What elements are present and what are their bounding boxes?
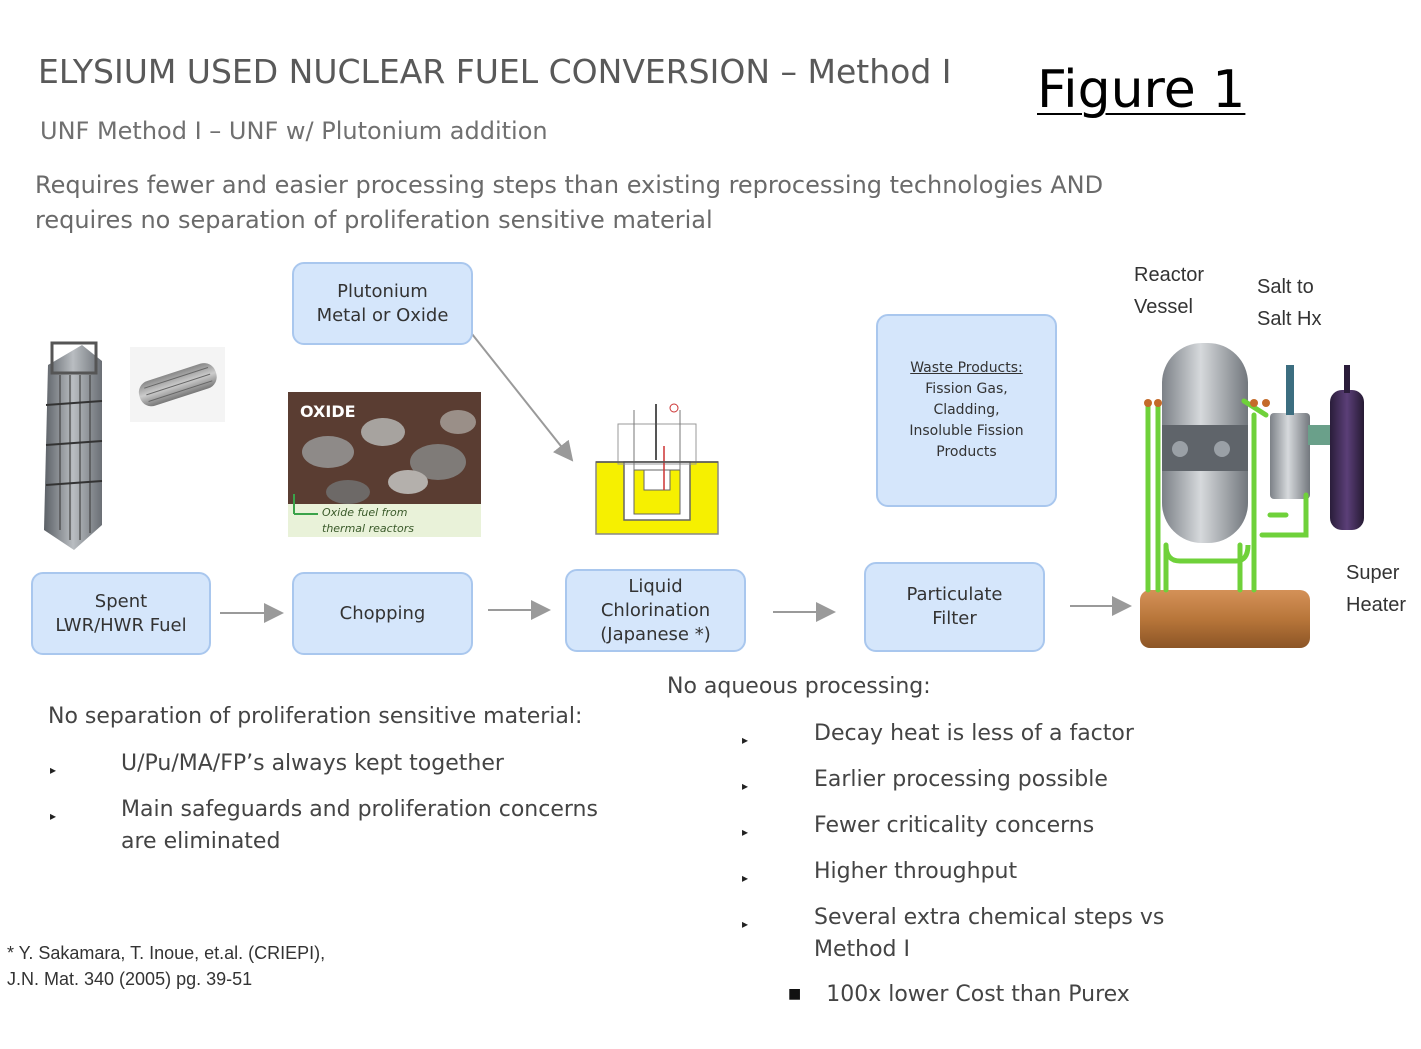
footnote: * Y. Sakamara, T. Inoue, et.al. (CRIEPI)…	[7, 943, 326, 989]
plutonium-box: Plutonium Metal or Oxide	[292, 262, 473, 345]
waste-products-box: Waste Products: Fission Gas, Cladding, I…	[876, 314, 1057, 507]
right-notes-list: ▸ Decay heat is less of a factor ▸ Earli…	[742, 718, 1192, 962]
chopping-label: Chopping	[339, 602, 426, 624]
plutonium-label: Plutonium Metal or Oxide	[316, 280, 449, 326]
chlorination-box: Liquid Chlorination (Japanese *)	[565, 569, 746, 652]
page-subtitle: UNF Method I – UNF w/ Plutonium addition	[40, 117, 548, 145]
fuel-assembly-icon	[44, 341, 225, 550]
spent-fuel-label: Spent LWR/HWR Fuel	[55, 590, 187, 636]
chlorination-crucible-icon	[595, 403, 719, 535]
bullet-marker-icon: ▸	[742, 871, 749, 885]
fuel-rod-icon	[138, 363, 217, 407]
figure-label: Figure 1	[1037, 60, 1246, 120]
oxide-label: OXIDE	[300, 402, 356, 421]
chopping-box: Chopping	[292, 572, 473, 655]
super-heater-label: Super Heater	[1346, 562, 1407, 616]
list-item: ▸ Fewer criticality concerns	[742, 810, 1192, 856]
salt-hx-label: Salt to Salt Hx	[1257, 276, 1322, 330]
list-item: ▸ U/Pu/MA/FP’s always kept together	[50, 748, 610, 794]
right-notes-heading: No aqueous processing:	[667, 674, 931, 699]
oxide-caption: Oxide fuel from thermal reactors	[322, 506, 414, 535]
waste-title: Waste Products:	[910, 360, 1023, 376]
salt-hx-body	[1270, 413, 1310, 499]
bullet-marker-icon: ▸	[742, 825, 749, 839]
square-bullet-icon: ■	[788, 986, 802, 1002]
super-heater-body	[1140, 590, 1310, 648]
chlorination-label: Liquid Chlorination (Japanese *)	[600, 575, 711, 645]
bullet-marker-icon: ▸	[742, 733, 749, 747]
bullet-marker-icon: ▸	[742, 779, 749, 793]
bullet-marker-icon: ▸	[742, 917, 749, 931]
page-description: Requires fewer and easier processing ste…	[35, 171, 1104, 234]
oxide-pellets-photo: OXIDE Oxide fuel from thermal reactors	[288, 392, 481, 537]
filter-label: Particulate Filter	[906, 584, 1003, 629]
list-item: ▸ Higher throughput	[742, 856, 1192, 902]
filter-box: Particulate Filter	[864, 562, 1045, 652]
list-item: ▸ Earlier processing possible	[742, 764, 1192, 810]
reactor-vessel-label: Reactor Vessel	[1134, 264, 1205, 318]
molten-salt-reactor-icon	[1140, 343, 1364, 648]
left-notes-list: ▸ U/Pu/MA/FP’s always kept together ▸ Ma…	[50, 748, 610, 854]
bullet-marker-icon: ▸	[50, 763, 57, 777]
left-notes-heading: No separation of proliferation sensitive…	[48, 704, 583, 729]
list-item: ▸ Decay heat is less of a factor	[742, 718, 1192, 764]
extra-note: ■ 100x lower Cost than Purex	[788, 982, 1130, 1007]
bullet-marker-icon: ▸	[50, 809, 57, 823]
page-title: ELYSIUM USED NUCLEAR FUEL CONVERSION – M…	[38, 52, 952, 91]
arrow-diagonal-icon	[471, 333, 574, 462]
spent-fuel-box: Spent LWR/HWR Fuel	[31, 572, 211, 655]
waste-body: Fission Gas, Cladding, Insoluble Fission…	[909, 381, 1024, 460]
